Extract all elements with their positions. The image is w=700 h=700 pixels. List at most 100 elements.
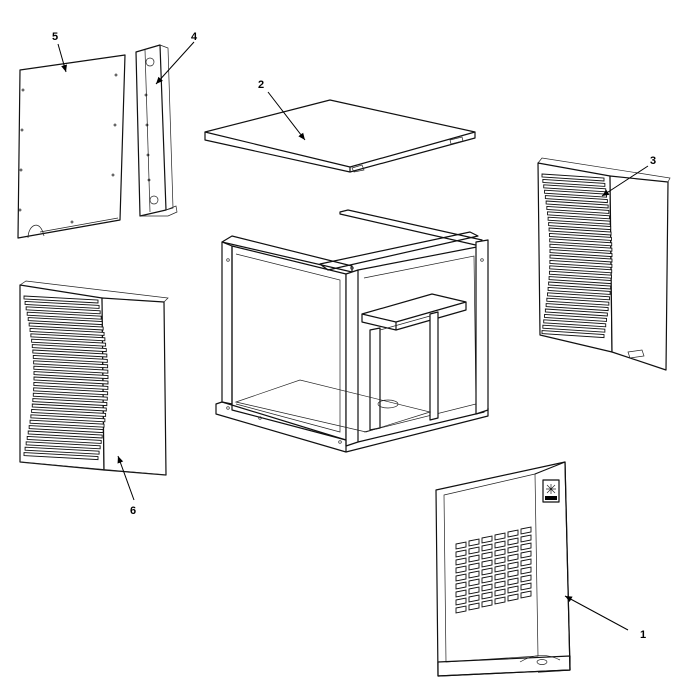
louver-slat (23, 295, 99, 304)
cabinet-frame (215, 209, 489, 453)
louver-slat (549, 243, 613, 252)
louver-slat (547, 211, 610, 220)
louver-slat (548, 276, 612, 285)
louver-slat (544, 313, 608, 322)
louver-slat (542, 324, 606, 333)
callout-1: 1 (564, 595, 646, 641)
louver-slat (33, 365, 109, 374)
louver-slat (33, 381, 109, 390)
grille-slot (481, 599, 493, 608)
grille-slot (468, 586, 480, 595)
louver-slat (31, 344, 107, 353)
louver-slat (25, 441, 101, 450)
grille-slot (494, 556, 506, 565)
grille-slot (507, 593, 519, 602)
louver-slat (33, 360, 109, 369)
louver-slat (548, 281, 612, 290)
louver-slat (548, 270, 612, 279)
louver-slat (33, 387, 109, 396)
grille-slot (468, 602, 480, 611)
louver-slat (545, 303, 609, 312)
callout-4: 4 (155, 31, 198, 85)
grille-slot (507, 537, 519, 546)
louver-slat (29, 419, 105, 428)
grille-slot (494, 564, 506, 573)
louver-slat (549, 238, 613, 247)
louver-slat (30, 333, 106, 342)
louver-slat (549, 259, 613, 268)
louver-slat (543, 319, 607, 328)
louver-slat (31, 408, 107, 417)
louver-slat (32, 392, 108, 401)
louver-slat (32, 354, 108, 363)
grille-slot (481, 583, 493, 592)
louver-slat (33, 376, 109, 385)
callout-label-5: 5 (52, 31, 58, 43)
grille-slot (468, 546, 480, 555)
louver-slat (548, 222, 612, 231)
grille-slot (507, 545, 519, 554)
grille-slot (481, 559, 493, 568)
grille-slot (507, 577, 519, 586)
part-1-front-panel (435, 461, 571, 677)
snowflake-logo-icon (542, 479, 560, 503)
louver-slat (26, 311, 102, 320)
louver-slat (23, 452, 99, 461)
louver-group-right (541, 173, 613, 339)
grille-slot (455, 565, 467, 574)
louver-slat (31, 403, 107, 412)
louver-slat (542, 178, 606, 187)
louver-slat (544, 308, 608, 317)
louver-group-left (23, 295, 109, 461)
callout-label-4: 4 (191, 31, 198, 43)
grille-slot (520, 566, 532, 575)
grille-slot (468, 538, 480, 547)
grille-slot (468, 578, 480, 587)
louver-slat (27, 317, 103, 326)
grille-slot (494, 540, 506, 549)
grille-slot (507, 529, 519, 538)
grille-slot (455, 549, 467, 558)
part-3-right-side-panel (537, 157, 671, 371)
grille-slot (520, 542, 532, 551)
louver-slat (548, 232, 612, 241)
louver-slat (31, 338, 107, 347)
grille-slot (520, 526, 532, 535)
callout-label-1: 1 (640, 629, 646, 641)
louver-slat (547, 216, 611, 225)
grille-slot (494, 596, 506, 605)
callout-label-6: 6 (130, 505, 136, 517)
grille-slot (468, 554, 480, 563)
louver-slat (547, 292, 610, 301)
louver-slat (549, 254, 613, 263)
louver-slat (24, 446, 100, 455)
louver-slat (28, 425, 104, 434)
grille-slot (481, 567, 493, 576)
grille-slot (520, 582, 532, 591)
grille-slot (481, 551, 493, 560)
part-2-top-panel (204, 99, 476, 173)
louver-slat (541, 330, 605, 339)
louver-slat (547, 286, 611, 295)
louver-slat (27, 430, 103, 439)
grille-slot (494, 548, 506, 557)
callout-label-3: 3 (650, 155, 656, 167)
grille-slot (455, 541, 467, 550)
louver-slat (545, 200, 609, 209)
louver-slat (546, 297, 610, 306)
grille-slot (481, 591, 493, 600)
louver-slat (544, 189, 608, 198)
louver-slat (25, 306, 101, 315)
grille-slot (455, 605, 467, 614)
grille-slot (468, 562, 480, 571)
grille-slot (455, 589, 467, 598)
grille-slot (468, 594, 480, 603)
louver-slat (32, 398, 108, 407)
louver-slat (29, 327, 105, 336)
grille-slot (455, 581, 467, 590)
grille-slot (520, 558, 532, 567)
grille-slot (494, 572, 506, 581)
louver-slat (33, 371, 109, 380)
louver-slat (28, 322, 104, 331)
